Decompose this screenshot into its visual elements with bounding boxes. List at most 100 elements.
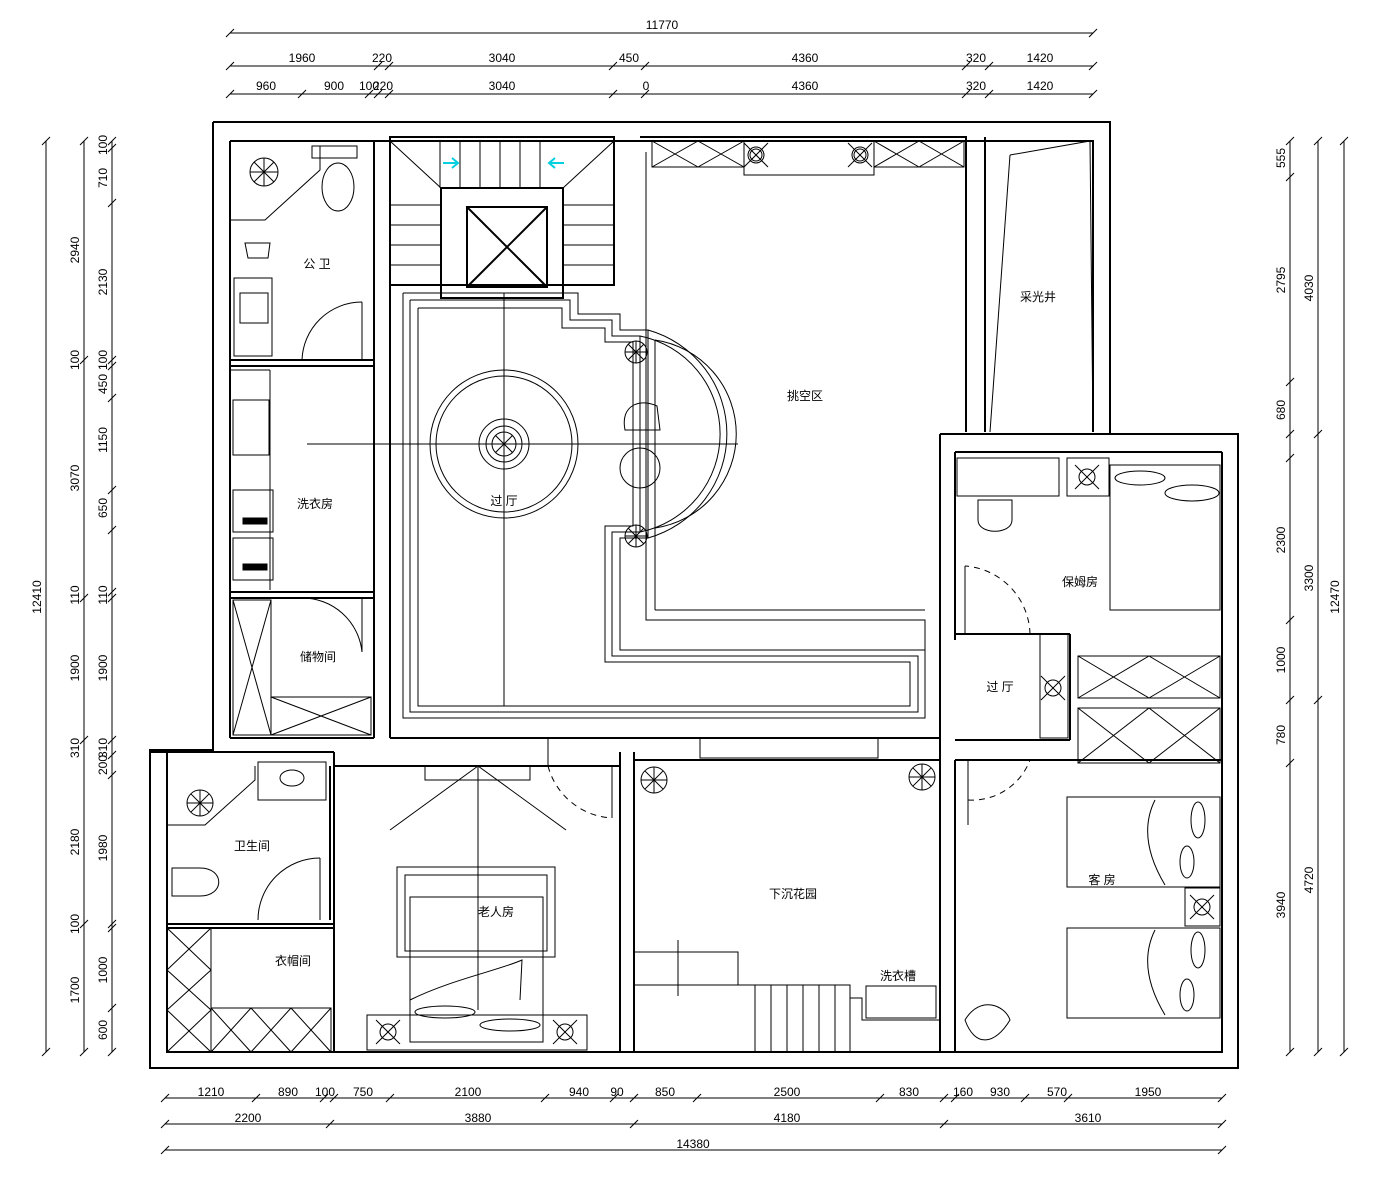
dim-tick bbox=[1285, 429, 1295, 439]
garden-plant-icon-leaf bbox=[912, 767, 923, 778]
hall-plant-icon-leaf bbox=[635, 343, 645, 353]
dim-left-r2: 1900 bbox=[96, 654, 110, 681]
dim-left-r2: 1000 bbox=[96, 956, 110, 983]
lamp-icon-ring bbox=[1078, 468, 1096, 486]
room-label-laundry: 洗衣房 bbox=[297, 496, 333, 511]
dim-tick bbox=[1217, 1119, 1227, 1129]
garden-plant-icon-leaf bbox=[644, 779, 655, 790]
dim-bottom-r2: 4180 bbox=[774, 1111, 801, 1125]
decor-plants bbox=[186, 142, 1215, 1045]
dim-tick bbox=[107, 136, 117, 146]
room-labels: 公 卫 洗衣房 储物间 过 厅 挑空区 采光井 保姆房 过 厅 卫生间 衣帽间 … bbox=[234, 257, 1116, 983]
dim-tick bbox=[1217, 1093, 1227, 1103]
dim-bottom-r1: 2100 bbox=[455, 1085, 482, 1099]
dim-tick bbox=[640, 89, 650, 99]
dim-tick bbox=[107, 485, 117, 495]
guest-room-fixtures bbox=[964, 759, 1221, 1041]
dim-tick bbox=[1313, 429, 1323, 439]
dim-tick bbox=[961, 61, 971, 71]
stair-arrows bbox=[443, 157, 564, 169]
dim-right-r1: 3300 bbox=[1302, 564, 1316, 591]
lamp-icon-cross bbox=[847, 142, 873, 168]
lamp-icon-cross bbox=[1074, 464, 1100, 490]
shower-head-icon-leaf bbox=[253, 171, 265, 183]
nanny-room-fixtures bbox=[956, 457, 1221, 764]
dim-top-r1: 3040 bbox=[489, 51, 516, 65]
dim-tick bbox=[319, 1093, 329, 1103]
dim-left-r2: 100 bbox=[68, 914, 82, 934]
dim-tick bbox=[1020, 1093, 1030, 1103]
dim-tick bbox=[384, 61, 394, 71]
garden-plant-icon-leaf bbox=[653, 770, 664, 781]
dim-left-r2: 2130 bbox=[96, 268, 110, 295]
dim-tick bbox=[608, 89, 618, 99]
dim-bottom-r1: 830 bbox=[899, 1085, 919, 1099]
dim-tick bbox=[107, 361, 117, 371]
dim-top-total: 11770 bbox=[646, 18, 679, 32]
dim-left-total: 12410 bbox=[30, 580, 44, 614]
dim-tick bbox=[79, 735, 89, 745]
dimension-ticks bbox=[41, 28, 1349, 1155]
dim-left-r1: 1700 bbox=[68, 976, 82, 1003]
lamp-icon-ring bbox=[851, 146, 869, 164]
shower-head-icon-leaf bbox=[190, 802, 201, 813]
room-label-storage: 储物间 bbox=[300, 649, 336, 664]
lamp-icon-ring bbox=[379, 1023, 397, 1041]
dim-tick bbox=[79, 355, 89, 365]
dim-tick bbox=[875, 1093, 885, 1103]
dim-tick bbox=[41, 136, 51, 146]
dim-left-r2: 100 bbox=[96, 135, 110, 155]
dim-bottom-r1: 160 bbox=[953, 1085, 973, 1099]
dim-top-r2: 900 bbox=[324, 79, 344, 93]
lamp-icon-ring bbox=[747, 146, 765, 164]
dim-tick bbox=[384, 89, 394, 99]
dim-tick bbox=[373, 61, 383, 71]
lamp-icon-ring bbox=[556, 1023, 574, 1041]
dim-left-r1: 2180 bbox=[68, 828, 82, 855]
dim-left-r2: 100 bbox=[96, 350, 110, 370]
dim-tick bbox=[251, 1093, 261, 1103]
dim-left-r2: 450 bbox=[96, 374, 110, 394]
arrow-left-icon bbox=[547, 157, 564, 169]
hall-plant-icon-leaf bbox=[635, 527, 645, 537]
dim-tick bbox=[1285, 695, 1295, 705]
shower-head-icon-leaf bbox=[253, 161, 265, 173]
arrow-right-icon bbox=[443, 157, 460, 169]
room-label-sunken-garden: 下沉花园 bbox=[769, 886, 817, 901]
dim-bottom-r1: 1210 bbox=[198, 1085, 225, 1099]
hall-outline bbox=[402, 152, 926, 719]
room-label-void-area: 挑空区 bbox=[787, 389, 823, 403]
dim-tick bbox=[160, 1145, 170, 1155]
room-label-bathroom: 卫生间 bbox=[234, 839, 270, 853]
room-label-public-bath: 公 卫 bbox=[303, 257, 330, 271]
dim-tick bbox=[1088, 89, 1098, 99]
lamp-icon-ring bbox=[1193, 898, 1211, 916]
dim-left-r2: 200 bbox=[96, 755, 110, 775]
dim-tick bbox=[160, 1119, 170, 1129]
garden-plant-icon-leaf bbox=[921, 776, 932, 787]
dimension-labels: 11770 1960 220 3040 450 4360 320 1420 96… bbox=[30, 18, 1342, 1151]
shower-head-icon-leaf bbox=[190, 793, 201, 804]
dim-tick bbox=[107, 1003, 117, 1013]
room-label-laundry-sink: 洗衣槽 bbox=[880, 968, 916, 983]
dim-tick bbox=[79, 919, 89, 929]
hall-rosette-icon-leaf bbox=[495, 435, 505, 445]
hall-rosette-icon-leaf bbox=[495, 443, 505, 453]
room-label-hall-side: 过 厅 bbox=[986, 680, 1013, 694]
dimension-lines bbox=[45, 32, 1345, 1151]
dim-tick bbox=[107, 923, 117, 933]
garden-steps bbox=[754, 985, 836, 1052]
dim-tick bbox=[225, 61, 235, 71]
dim-right-r2: 555 bbox=[1274, 148, 1288, 168]
dim-left-r2: 100 bbox=[68, 350, 82, 370]
dim-tick bbox=[1313, 695, 1323, 705]
dim-left-r2: 310 bbox=[68, 738, 82, 758]
dim-tick bbox=[1339, 136, 1349, 146]
dim-tick bbox=[107, 593, 117, 603]
dim-tick bbox=[640, 61, 650, 71]
dim-tick bbox=[1063, 1093, 1073, 1103]
storage-fixtures bbox=[232, 597, 372, 736]
dim-tick bbox=[373, 89, 383, 99]
sunken-garden-fixtures bbox=[634, 737, 940, 1052]
